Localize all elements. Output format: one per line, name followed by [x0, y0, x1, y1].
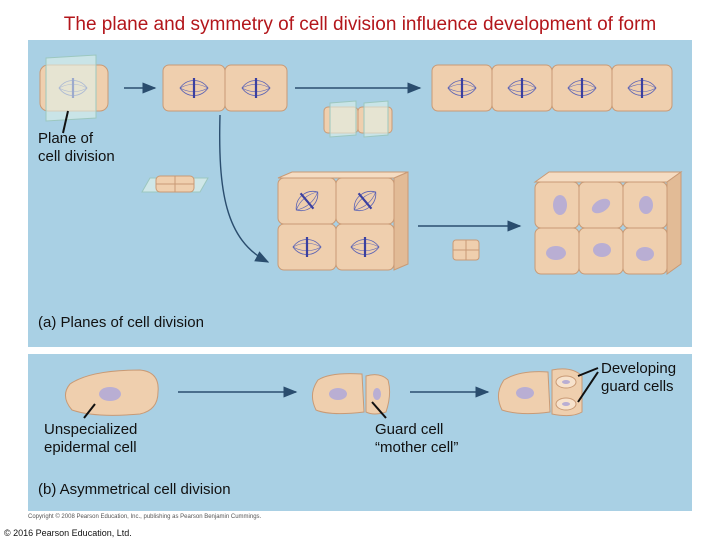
page-title: The plane and symmetry of cell division …	[63, 14, 657, 35]
developing-leader-line-2	[577, 371, 599, 403]
unspecialized-leader-line	[83, 403, 96, 419]
caption-b: (b) Asymmetrical cell division	[38, 481, 231, 498]
caption-a: (a) Planes of cell division	[38, 314, 204, 331]
developing-guard-label: Developing guard cells	[601, 360, 676, 396]
guard-mother-line1: Guard cell	[375, 421, 444, 438]
developing-guard-cells	[498, 368, 583, 417]
copyright: © 2016 Pearson Education, Ltd.	[4, 528, 132, 538]
developing-line2: guard cells	[601, 378, 674, 395]
developing-line1: Developing	[601, 360, 677, 377]
division-plane	[45, 54, 97, 122]
small-plane-cells	[323, 100, 393, 138]
guard-mother-line2: “mother cell”	[375, 439, 459, 456]
cell-block-2x3	[533, 171, 683, 275]
developing-leader-line-1	[577, 367, 599, 377]
unspecialized-epidermal-cell	[65, 369, 159, 416]
four-cell-row	[431, 64, 673, 112]
small-quad-cells	[452, 239, 480, 261]
cell-block-2x2	[277, 171, 409, 271]
plane-leader-line	[62, 110, 69, 134]
plane-label-line2: cell division	[38, 148, 115, 165]
two-cell-row	[162, 64, 288, 112]
unspecialized-line1: Unspecialized	[44, 421, 138, 438]
horizontal-plane-cells	[141, 175, 209, 193]
plane-of-division-label: Plane of cell division	[38, 130, 115, 166]
unspecialized-line2: epidermal cell	[44, 439, 137, 456]
guard-mother-label: Guard cell “mother cell”	[375, 421, 458, 457]
guard-mother-cell-pair	[312, 373, 391, 415]
guard-mother-leader-line	[371, 401, 387, 419]
unspecialized-label: Unspecialized epidermal cell	[44, 421, 137, 457]
arrow-a3	[219, 114, 270, 263]
copyright-small: Copyright © 2008 Pearson Education, Inc.…	[28, 514, 262, 520]
plane-label-line1: Plane of	[38, 130, 94, 147]
